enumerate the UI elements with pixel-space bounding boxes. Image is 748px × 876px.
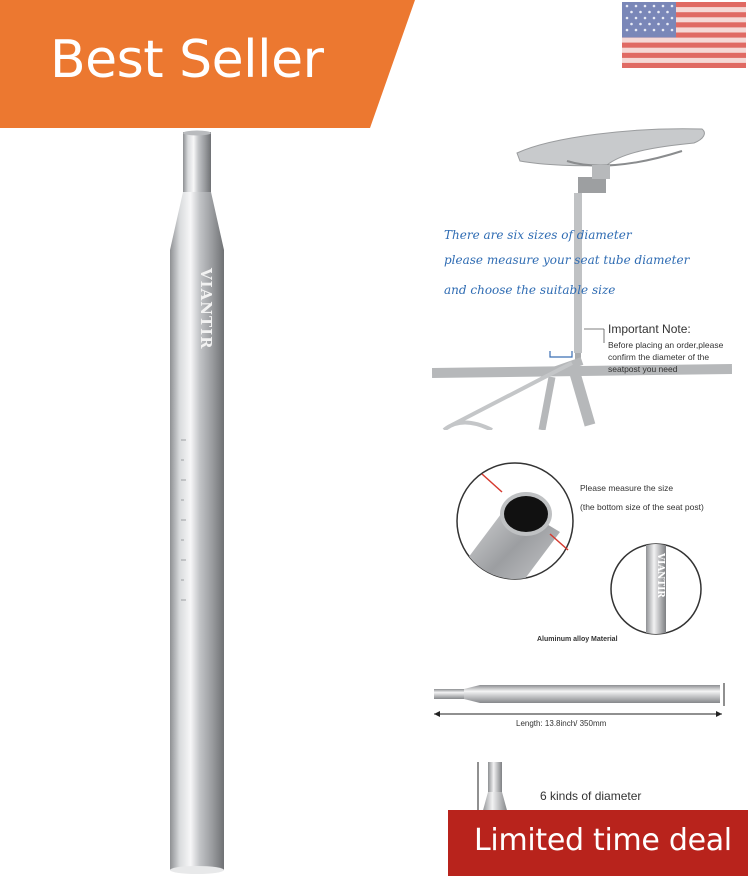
limited-deal-badge: Limited time deal [448,810,748,876]
measure-size-caption: Please measure the size [580,483,674,493]
length-diagram [434,683,725,717]
bottom-size-caption: (the bottom size of the seat post) [580,502,704,512]
choose-size-text: and choose the suitable size [444,283,616,297]
bike-frame-illustration [432,128,732,430]
us-flag-icon [622,2,746,68]
length-label: Length: 13.8inch/ 350mm [516,719,607,728]
material-caption: Aluminum alloy Material [537,636,618,643]
important-note-line3: seatpost you need [608,364,678,374]
seatpost-main-image: VIANTIR [170,130,224,874]
bottom-diameter-closeup [456,462,574,580]
material-engraving: VIANTIR [655,552,665,598]
best-seller-badge: Best Seller [0,0,415,128]
material-closeup: VIANTIR [610,543,702,635]
six-diameters-label: 6 kinds of diameter [540,789,642,803]
important-note-title: Important Note: [608,322,691,336]
important-note-line1: Before placing an order,please [608,340,724,350]
best-seller-label: Best Seller [50,30,324,90]
limited-deal-label: Limited time deal [474,823,732,858]
diameter-post-image [477,762,508,814]
important-note-line2: confirm the diameter of the [608,352,710,362]
six-sizes-text: There are six sizes of diameter [444,228,632,242]
measure-seat-tube-text: please measure your seat tube diameter [444,253,690,267]
brand-engraving: VIANTIR [197,267,215,350]
